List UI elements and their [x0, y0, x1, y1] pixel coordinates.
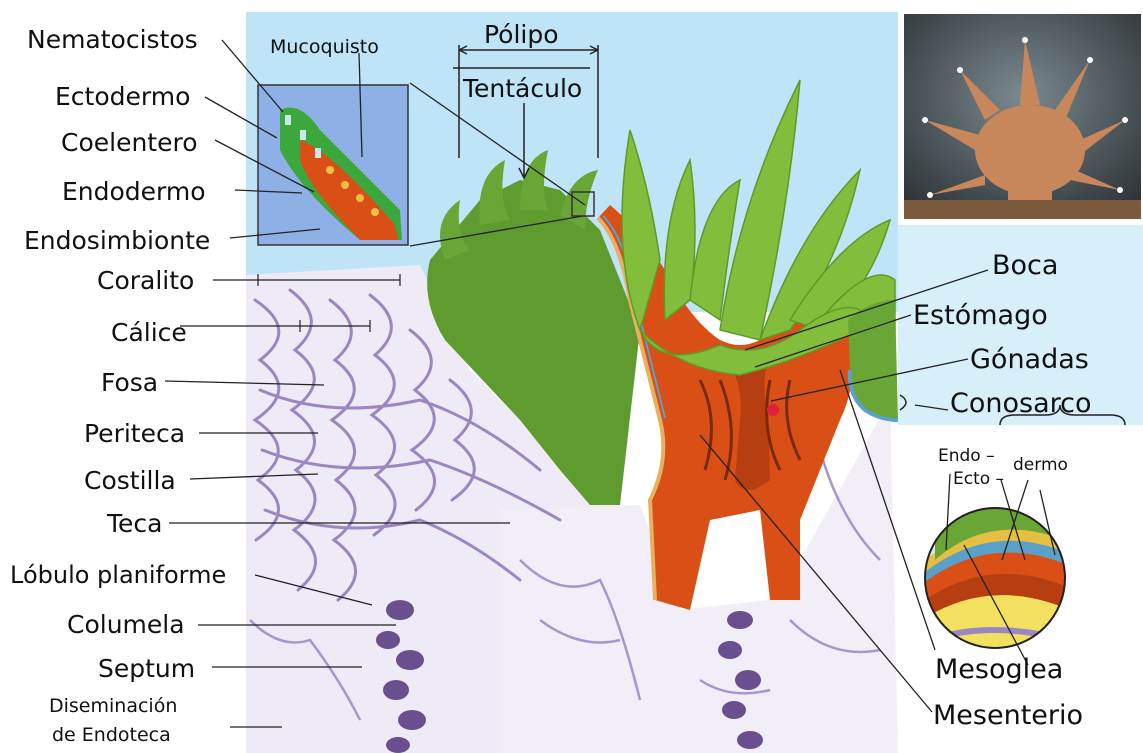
label-boca: Boca [992, 252, 1058, 279]
label-tentaculo: Tentáculo [463, 76, 582, 101]
label-diseminacion-line1: Diseminación [49, 697, 177, 716]
label-mesenterio: Mesenterio [933, 702, 1083, 729]
label-calice: Cálice [111, 320, 187, 345]
label-costilla: Costilla [84, 468, 176, 493]
label-teca: Teca [107, 511, 162, 536]
label-ecto: Ecto – [953, 471, 1004, 488]
label-endosimbionte: Endosimbionte [24, 228, 210, 253]
label-diseminacion-line2: de Endoteca [52, 726, 171, 745]
label-periteca: Periteca [84, 421, 185, 446]
label-lobulo-planiforme: Lóbulo planiforme [10, 563, 226, 587]
gonad-dot [767, 404, 779, 416]
layer-inset [925, 501, 1065, 648]
label-estomago: Estómago [913, 302, 1048, 329]
photo-substrate [904, 200, 1141, 219]
label-gonadas: Gónadas [970, 346, 1089, 373]
label-mesoglea: Mesoglea [935, 656, 1063, 683]
label-polipo: Pólipo [484, 22, 559, 47]
label-endodermo: Endodermo [62, 179, 206, 204]
label-mucoquisto: Mucoquisto [270, 38, 379, 57]
label-fosa: Fosa [101, 370, 158, 395]
label-ectodermo: Ectodermo [55, 84, 190, 109]
label-conosarco: Conosarco [950, 390, 1092, 417]
label-nematocistos: Nematocistos [27, 27, 198, 52]
label-endo: Endo – [938, 448, 995, 465]
label-coelentero: Coelentero [61, 130, 198, 155]
label-septum: Septum [98, 656, 195, 681]
label-coralito: Coralito [97, 268, 194, 293]
label-columela: Columela [67, 612, 185, 637]
label-dermo: dermo [1013, 457, 1068, 474]
